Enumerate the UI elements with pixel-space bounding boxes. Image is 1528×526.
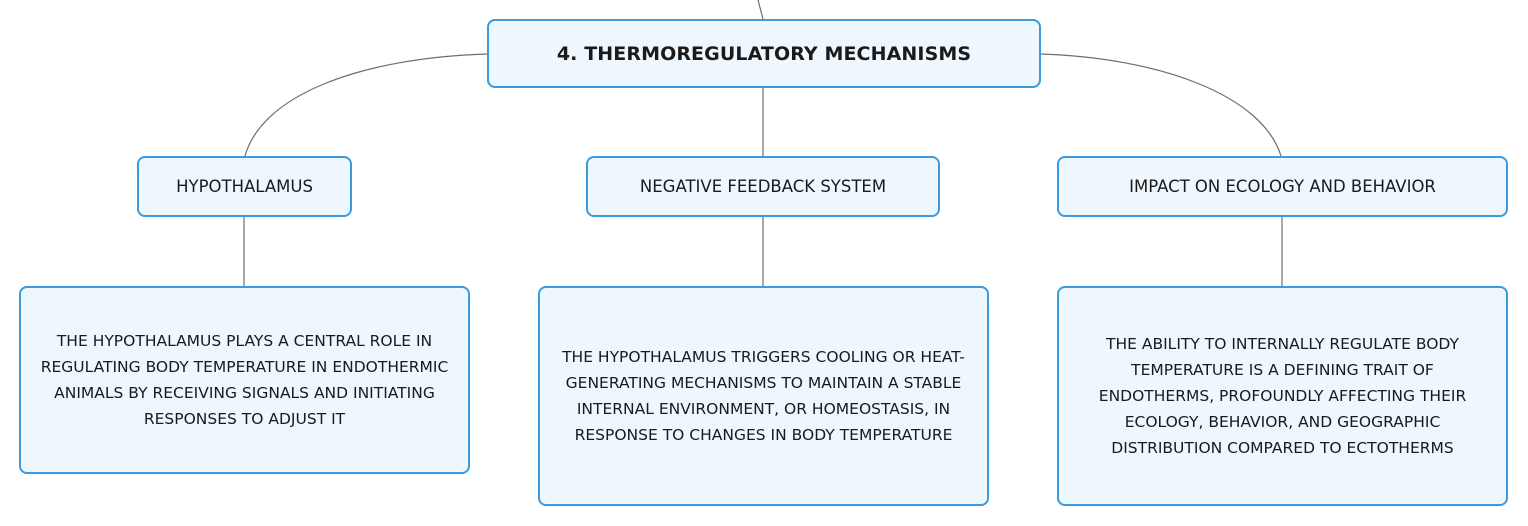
branch-label-hypothalamus: HYPOTHALAMUS <box>176 177 313 196</box>
detail-node-negative-feedback[interactable]: THE HYPOTHALAMUS TRIGGERS COOLING OR HEA… <box>538 286 989 506</box>
branch-node-hypothalamus[interactable]: HYPOTHALAMUS <box>137 156 352 217</box>
detail-text-hypothalamus: THE HYPOTHALAMUS PLAYS A CENTRAL ROLE IN… <box>40 332 449 428</box>
connector-parent-to-root <box>757 0 764 20</box>
connector-root-to-branch-3 <box>1040 53 1282 157</box>
branch-label-ecology-behavior: IMPACT ON ECOLOGY AND BEHAVIOR <box>1129 177 1436 196</box>
detail-text-ecology-behavior: THE ABILITY TO INTERNALLY REGULATE BODY … <box>1098 335 1467 457</box>
connector-root-to-branch-1 <box>244 53 488 157</box>
branch-node-negative-feedback[interactable]: NEGATIVE FEEDBACK SYSTEM <box>586 156 940 217</box>
detail-text-negative-feedback: THE HYPOTHALAMUS TRIGGERS COOLING OR HEA… <box>562 348 965 444</box>
root-topic-label: 4. THERMOREGULATORY MECHANISMS <box>556 42 972 65</box>
branch-node-ecology-behavior[interactable]: IMPACT ON ECOLOGY AND BEHAVIOR <box>1057 156 1508 217</box>
detail-node-ecology-behavior[interactable]: THE ABILITY TO INTERNALLY REGULATE BODY … <box>1057 286 1508 506</box>
root-topic-node[interactable]: 4. THERMOREGULATORY MECHANISMS <box>487 19 1041 88</box>
detail-node-hypothalamus[interactable]: THE HYPOTHALAMUS PLAYS A CENTRAL ROLE IN… <box>19 286 470 474</box>
branch-label-negative-feedback: NEGATIVE FEEDBACK SYSTEM <box>639 177 887 196</box>
